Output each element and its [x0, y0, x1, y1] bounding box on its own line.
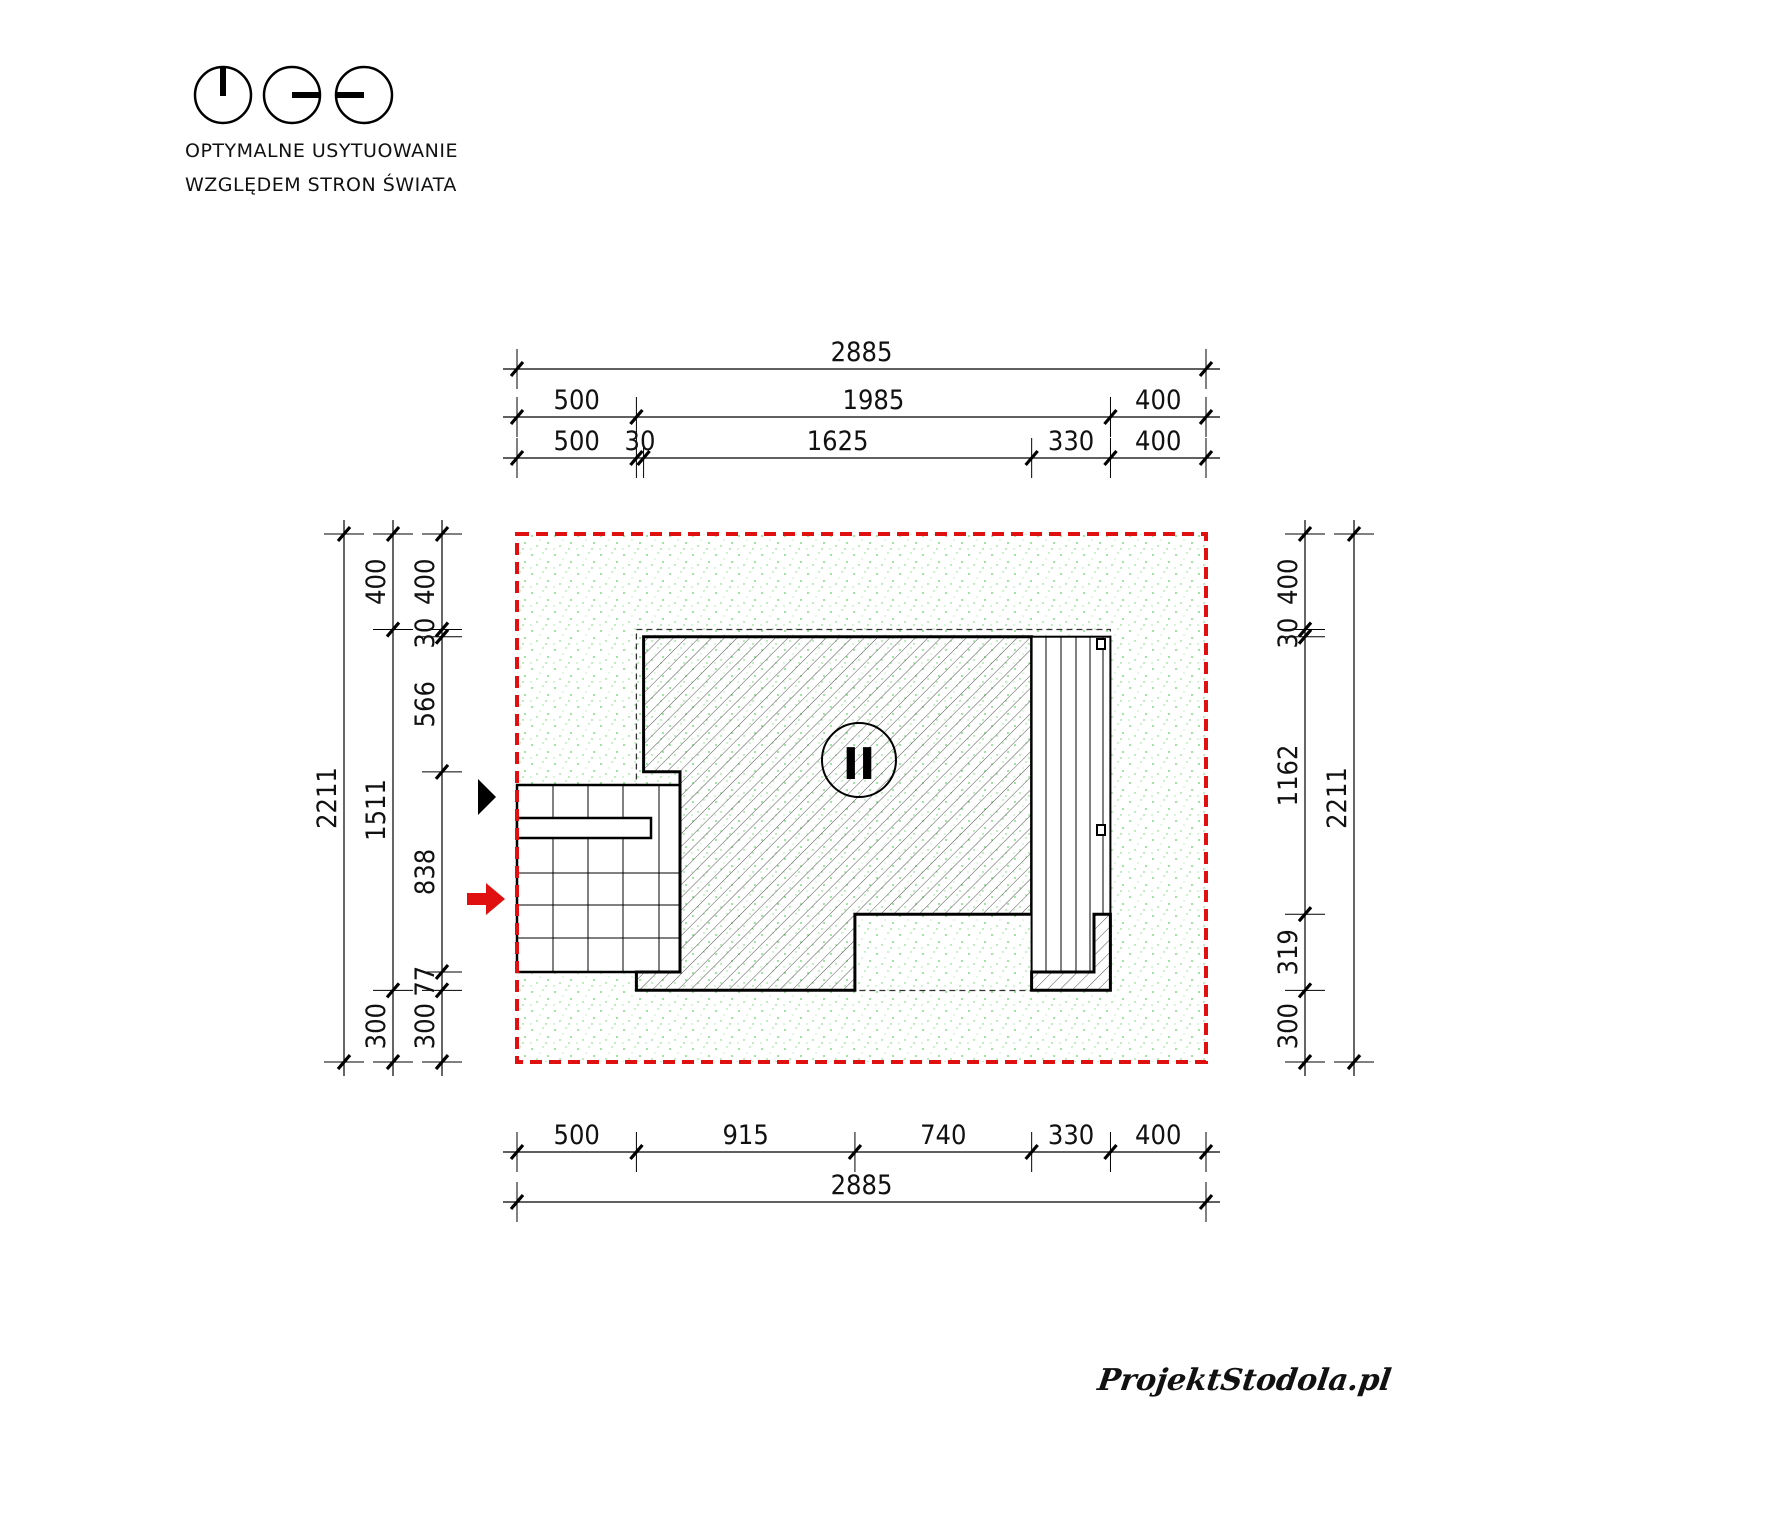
dimension-tick: [1198, 449, 1214, 467]
dimension-tick: [1297, 525, 1313, 543]
dimension-tick: [434, 982, 450, 999]
step: [515, 816, 653, 840]
dimension-tick: [434, 763, 450, 780]
dimension-tick: [385, 621, 401, 638]
orientation-caption-line2: WZGLĘDEM STRON ŚWIATA: [185, 172, 457, 196]
dimension-label: 400: [1135, 385, 1181, 416]
dimension-tick: [1103, 408, 1118, 426]
dimension-label: 400: [1273, 559, 1304, 605]
dimension-tick: [1103, 1143, 1118, 1161]
dimension-label: 1985: [843, 385, 905, 416]
dimension-label: 1162: [1273, 745, 1304, 807]
dimension-label: 30: [625, 426, 656, 457]
dimension-label: 400: [1135, 1120, 1181, 1151]
orientation-legend: OPTYMALNE USYTUOWANIE WZGLĘDEM STRON ŚWI…: [185, 65, 458, 196]
dimension-tick: [385, 982, 401, 999]
dimension-tick: [1024, 449, 1039, 467]
dimension-tick: [385, 1053, 401, 1071]
dimension-tick: [1297, 1053, 1313, 1071]
dimension-label: 300: [361, 1003, 392, 1049]
east-orientation-icon: [262, 65, 322, 125]
logo-signature: ProjektStodola.pl: [1095, 1363, 1394, 1398]
dimension-tick: [1297, 621, 1313, 638]
dimension-label: 2885: [831, 1170, 893, 1201]
west-orientation-icon: [334, 65, 394, 125]
dimension-tick: [1297, 982, 1313, 999]
dimension-label: 2211: [1322, 767, 1353, 829]
dimension-label: 1511: [361, 779, 392, 841]
dimension-tick: [1297, 628, 1313, 645]
dimension-tick: [434, 963, 450, 981]
dimension-tick: [1198, 1143, 1214, 1161]
entrance-triangle-icon: [478, 779, 496, 815]
dimension-tick: [629, 449, 644, 467]
dimension-tick: [1024, 1143, 1039, 1161]
dimension-tick: [509, 1143, 525, 1161]
dimension-label: 400: [1135, 426, 1181, 457]
post: [1096, 824, 1106, 836]
dimension-label: 2885: [831, 337, 893, 368]
dimension-label: 330: [1048, 1120, 1094, 1151]
dimension-lines: 2885 500 1985 400 500 30 1625 330 400 500 915 740 33…: [312, 337, 1374, 1222]
dimension-tick: [629, 408, 644, 426]
dimension-label: 330: [1048, 426, 1094, 457]
dimension-tick: [509, 360, 525, 378]
dimension-tick: [1346, 1053, 1362, 1071]
dimension-label: 30: [410, 618, 441, 649]
dimension-label: 300: [1273, 1003, 1304, 1049]
building: II: [515, 628, 1112, 992]
dimension-tick: [1346, 525, 1362, 543]
dimension-label: 500: [554, 426, 600, 457]
north-orientation-icon: [193, 65, 253, 125]
dimension-tick: [434, 621, 450, 638]
entrance-paving: [515, 783, 682, 974]
dimension-label: 2211: [312, 767, 343, 829]
terrace: [1030, 635, 1112, 992]
dimension-tick: [509, 1193, 525, 1211]
dimension-tick: [434, 525, 450, 543]
dimension-tick: [847, 1143, 863, 1161]
dimension-label: 319: [1273, 929, 1304, 975]
entrance-arrow-icon: [467, 883, 505, 915]
orientation-caption-line1: OPTYMALNE USYTUOWANIE: [185, 140, 458, 162]
dimension-label: 566: [410, 681, 441, 727]
dimension-label: 77: [410, 966, 441, 997]
post: [1096, 638, 1106, 650]
dimension-label: 500: [554, 1120, 600, 1151]
dimension-tick: [1198, 408, 1214, 426]
building-label: II: [821, 722, 897, 798]
dimension-tick: [434, 1053, 450, 1071]
dimension-tick: [336, 1053, 352, 1071]
dimension-label: 400: [410, 559, 441, 605]
dimension-tick: [385, 525, 401, 543]
building-number: II: [843, 739, 876, 790]
dimension-tick: [1198, 1193, 1214, 1211]
dimension-tick: [1103, 449, 1118, 467]
dimension-tick: [1297, 906, 1313, 923]
dimension-label: 30: [1273, 618, 1304, 649]
dimension-tick: [509, 408, 525, 426]
plot-boundary: [515, 532, 1208, 1064]
dimension-tick: [629, 1143, 644, 1161]
dimension-tick: [1198, 360, 1214, 378]
dimension-label: 740: [920, 1120, 966, 1151]
dimension-tick: [636, 449, 651, 467]
dimension-label: 300: [410, 1003, 441, 1049]
dimension-label: 1625: [807, 426, 869, 457]
dimension-tick: [336, 525, 352, 543]
dimension-tick: [509, 449, 525, 467]
dimension-label: 838: [410, 849, 441, 895]
dimension-label: 915: [722, 1120, 768, 1151]
dimension-label: 500: [554, 385, 600, 416]
dimension-label: 400: [361, 559, 392, 605]
dimension-tick: [434, 628, 450, 645]
